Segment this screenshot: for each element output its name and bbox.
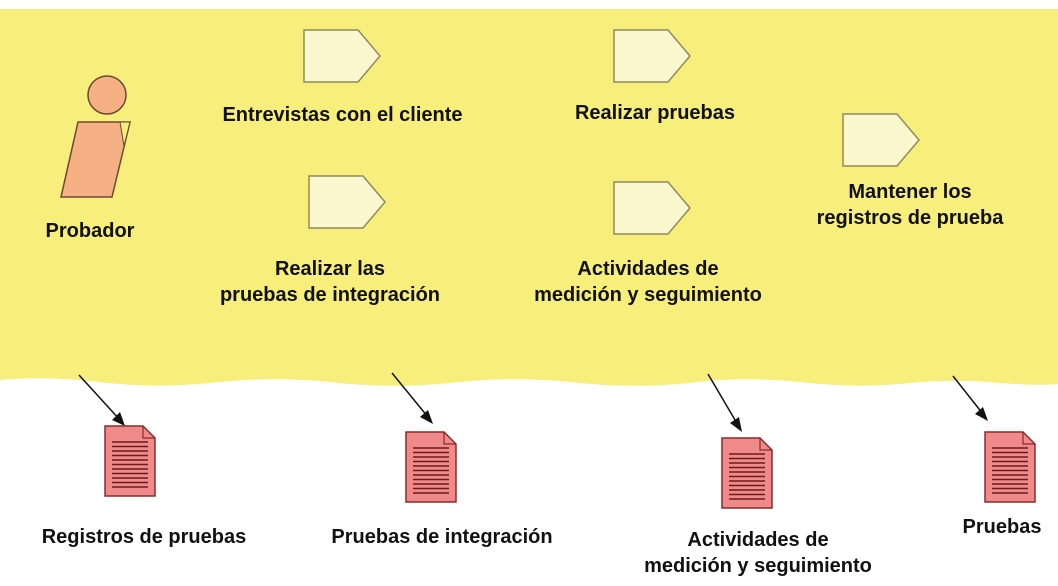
activity-pentagon-icon <box>308 175 386 229</box>
artifact-label-pruebas: Pruebas <box>948 514 1056 540</box>
artifact-label-line: Pruebas <box>962 516 1042 538</box>
person-icon <box>60 75 131 198</box>
artifact-label-actividades-de-medicion: Actividades de medición y seguimiento <box>608 527 908 579</box>
document-icon <box>721 437 773 509</box>
activity-pentagon-icon <box>842 113 920 167</box>
activity-label-realizar-pruebas: Realizar pruebas <box>535 100 775 126</box>
artifact-label-registros-de-pruebas: Registros de pruebas <box>4 524 284 550</box>
activity-label-line: Realizar las <box>274 258 386 280</box>
artifact-label-line: medición y seguimiento <box>644 555 872 577</box>
activity-label-actividades-medicion: Actividades de medición y seguimiento <box>498 256 798 308</box>
activity-label-line: Realizar pruebas <box>574 102 736 124</box>
arrow-icon <box>78 374 125 426</box>
activity-label-entrevistas: Entrevistas con el cliente <box>175 102 510 128</box>
swimlane-region <box>0 9 1058 386</box>
arrow-icon <box>952 375 988 421</box>
activity-label-mantener-registros: Mantener los registros de prueba <box>780 179 1040 231</box>
artifact-label-line: Registros de pruebas <box>41 526 247 548</box>
actor-label: Probador <box>20 218 160 244</box>
activity-label-line: Actividades de <box>577 258 719 280</box>
document-icon <box>405 431 457 503</box>
artifact-label-pruebas-de-integracion: Pruebas de integración <box>292 524 592 550</box>
activity-label-line: Mantener los <box>848 181 972 203</box>
artifact-label-line: Actividades de <box>687 529 829 551</box>
activity-label-pruebas-integracion: Realizar las pruebas de integración <box>175 256 485 308</box>
activity-pentagon-icon <box>613 181 691 235</box>
activity-pentagon-icon <box>303 29 381 83</box>
activity-label-line: Entrevistas con el cliente <box>222 104 463 126</box>
actor-label-text: Probador <box>45 220 135 242</box>
document-icon <box>984 431 1036 503</box>
artifact-label-line: Pruebas de integración <box>331 526 553 548</box>
arrow-icon <box>707 373 742 432</box>
activity-label-line: medición y seguimiento <box>534 284 762 306</box>
arrow-icon <box>391 372 433 424</box>
document-icon <box>104 425 156 497</box>
activity-label-line: pruebas de integración <box>219 284 441 306</box>
activity-pentagon-icon <box>613 29 691 83</box>
activity-label-line: registros de prueba <box>816 207 1004 229</box>
